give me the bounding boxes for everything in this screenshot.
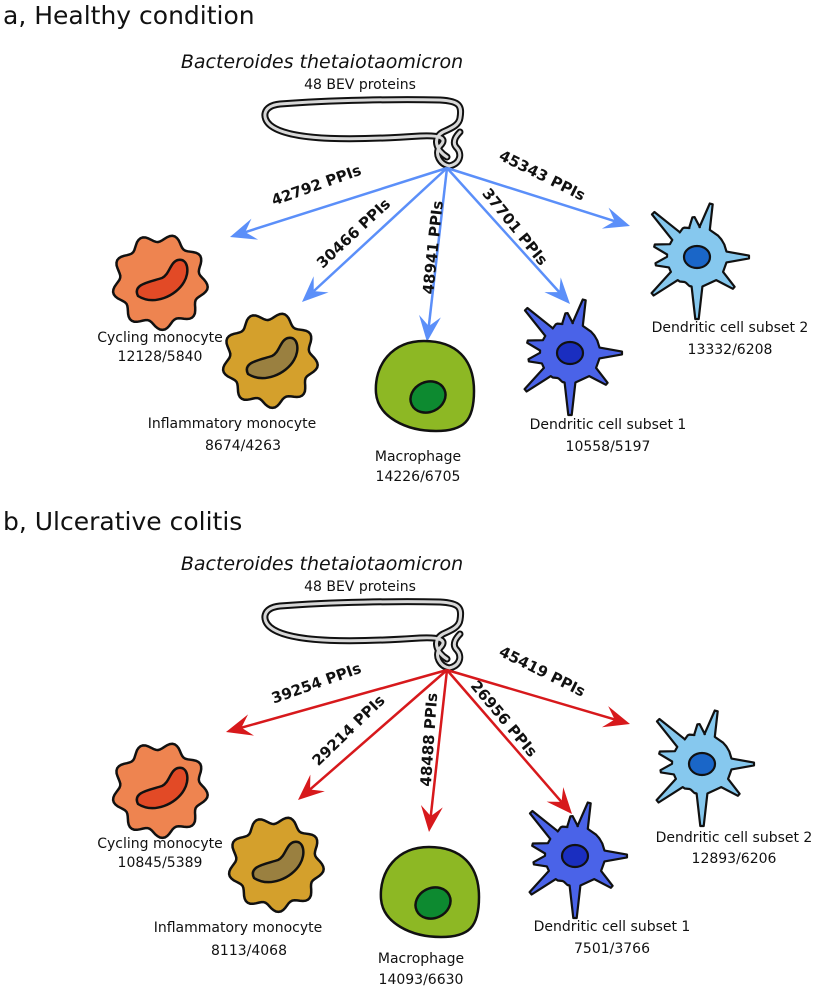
- bacterium-outline-icon: [261, 96, 465, 170]
- arrow-head-icon: [420, 804, 443, 832]
- cell-cycling-monocyte: Cycling monocyte 12128/5840: [97, 234, 223, 365]
- arrow-shaft: [446, 669, 563, 803]
- bacterium-outline-icon: [261, 598, 465, 672]
- cell-nucleus: [414, 886, 452, 920]
- interaction-arrow-macrophage: 48941 PPIs: [419, 167, 449, 342]
- cell-type-name: Inflammatory monocyte: [154, 920, 323, 936]
- cell-nucleus: [135, 766, 189, 810]
- cell-count-ratio: 14093/6630: [379, 972, 464, 988]
- arrow-shaft: [427, 167, 449, 327]
- arrow-shaft: [309, 669, 448, 791]
- cycling-monocyte-icon: [111, 742, 209, 840]
- cell-count-ratio: 12128/5840: [118, 349, 203, 365]
- arrow-head-icon: [302, 276, 329, 302]
- ppi-count-label: 42792 PPIs: [269, 161, 364, 209]
- arrow-shaft: [241, 668, 448, 729]
- cell-type-name: Dendritic cell subset 1: [530, 417, 687, 433]
- cell-dendritic-cell-subset-2: Dendritic cell subset 2 13332/6208: [650, 202, 809, 358]
- arrow-shaft: [446, 167, 561, 293]
- dendritic-cell-subset-2-icon: [650, 202, 751, 321]
- cell-type-name: Macrophage: [375, 449, 461, 465]
- arrow-head-icon: [226, 714, 255, 736]
- cell-nucleus: [682, 244, 712, 270]
- macrophage-icon: [379, 845, 481, 939]
- cell-count-ratio: 7501/3766: [574, 941, 650, 957]
- cell-nucleus: [135, 258, 189, 302]
- cycling-monocyte-icon: [111, 234, 209, 332]
- cell-type-name: Inflammatory monocyte: [148, 416, 317, 432]
- panel-a: a, Healthy condition Bacteroides thetaio…: [3, 1, 808, 485]
- arrow-shaft: [244, 166, 448, 234]
- organism-name: Bacteroides thetaiotaomicron: [181, 51, 463, 73]
- cell-dendritic-cell-subset-2: Dendritic cell subset 2 12893/6206: [655, 709, 813, 867]
- interaction-arrow-cycling-monocyte: 42792 PPIs: [230, 161, 448, 240]
- panel-title: a, Healthy condition: [3, 1, 255, 30]
- cell-count-ratio: 12893/6206: [692, 851, 777, 867]
- arrow-head-icon: [419, 314, 441, 342]
- bev-protein-count: 48 BEV proteins: [304, 77, 416, 93]
- cell-nucleus: [245, 336, 299, 380]
- cell-count-ratio: 8113/4068: [211, 943, 287, 959]
- dendritic-cell-subset-1-icon: [528, 801, 629, 920]
- cell-inflammatory-monocyte: Inflammatory monocyte 8674/4263: [148, 312, 319, 454]
- ppi-count-label: 45343 PPIs: [496, 147, 588, 205]
- cell-nucleus: [687, 751, 717, 777]
- inflammatory-monocyte-icon: [227, 816, 325, 914]
- cell-cycling-monocyte: Cycling monocyte 10845/5389: [97, 742, 223, 871]
- panel-title: b, Ulcerative colitis: [3, 507, 242, 536]
- cell-inflammatory-monocyte: Inflammatory monocyte 8113/4068: [154, 816, 325, 959]
- arrow-shaft: [429, 669, 449, 817]
- organism-name: Bacteroides thetaiotaomicron: [181, 553, 463, 575]
- arrow-head-icon: [601, 706, 630, 728]
- panel-b: b, Ulcerative colitis Bacteroides thetai…: [3, 507, 812, 988]
- macrophage-icon: [374, 339, 476, 433]
- cell-type-name: Macrophage: [378, 951, 464, 967]
- ppi-count-label: 26956 PPIs: [467, 677, 541, 761]
- arrow-shaft: [446, 668, 616, 721]
- ppi-count-label: 48488 PPIs: [417, 692, 442, 787]
- dendritic-cell-subset-1-icon: [523, 298, 624, 417]
- cell-dendritic-cell-subset-1: Dendritic cell subset 1 10558/5197: [523, 298, 687, 455]
- bev-protein-count: 48 BEV proteins: [304, 579, 416, 595]
- arrow-head-icon: [601, 207, 630, 229]
- arrow-head-icon: [230, 218, 259, 240]
- cell-type-name: Cycling monocyte: [97, 330, 222, 346]
- cell-dendritic-cell-subset-1: Dendritic cell subset 1 7501/3766: [528, 801, 691, 957]
- cell-type-name: Dendritic cell subset 1: [534, 919, 691, 935]
- cell-macrophage: Macrophage 14226/6705: [374, 339, 476, 485]
- arrow-shaft: [312, 167, 448, 293]
- interaction-arrow-macrophage: 48488 PPIs: [417, 669, 449, 832]
- arrow-head-icon: [544, 277, 570, 304]
- cell-type-name: Dendritic cell subset 2: [656, 830, 813, 846]
- inflammatory-monocyte-icon: [221, 312, 319, 410]
- arrow-head-icon: [298, 774, 325, 800]
- arrow-shaft: [446, 166, 616, 223]
- cell-count-ratio: 10558/5197: [566, 439, 651, 455]
- interaction-arrow-dendritic-cell-subset-1: 26956 PPIs: [446, 669, 572, 814]
- ppi-count-label: 39254 PPIs: [269, 659, 364, 707]
- arrow-head-icon: [546, 787, 572, 814]
- ppi-count-label: 48941 PPIs: [419, 200, 447, 295]
- cell-count-ratio: 14226/6705: [376, 469, 461, 485]
- ppi-count-label: 45419 PPIs: [496, 643, 588, 701]
- cell-nucleus: [409, 380, 447, 414]
- cell-macrophage: Macrophage 14093/6630: [378, 845, 481, 988]
- cell-type-name: Cycling monocyte: [97, 836, 222, 852]
- cell-count-ratio: 13332/6208: [688, 342, 773, 358]
- cell-nucleus: [555, 340, 585, 366]
- cell-nucleus: [560, 843, 590, 869]
- interaction-arrow-dendritic-cell-subset-2: 45343 PPIs: [446, 147, 630, 229]
- dendritic-cell-subset-2-icon: [655, 709, 756, 828]
- cell-nucleus: [251, 840, 305, 884]
- cell-count-ratio: 8674/4263: [205, 438, 281, 454]
- cell-count-ratio: 10845/5389: [118, 855, 203, 871]
- cell-type-name: Dendritic cell subset 2: [652, 320, 809, 336]
